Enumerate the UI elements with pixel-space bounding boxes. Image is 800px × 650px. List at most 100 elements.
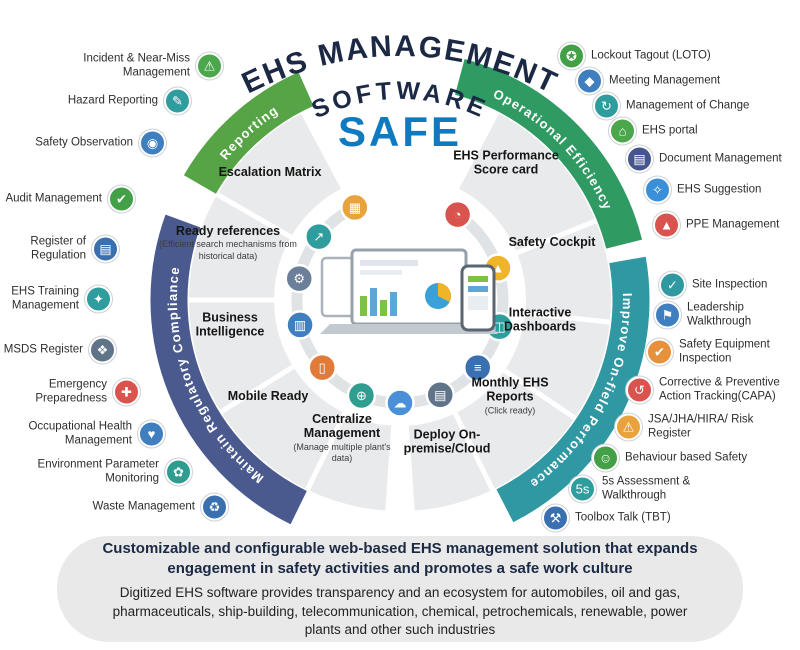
wheel-feature-subtext: (Manage multiple plant's data) [293,441,391,463]
risk-warning-icon: ⚠ [615,413,642,441]
feature-item-management-of-change: ↻ Management of Change [593,92,750,120]
trend-chart-icon-glyph: ↗ [313,229,324,244]
summary-headline: Customizable and configurable web-based … [102,539,698,578]
feature-item-label: Safety Equipment Inspection [679,338,770,364]
gauge-icon [442,199,473,230]
wheel-feature-subtext: (Efficient search mechanisms from histor… [159,239,297,261]
wheel-feature-label: Escalation Matrix [218,164,322,179]
cloud-icon-glyph: ☁ [394,396,407,411]
chemical-icon: ❖ [89,336,116,364]
meeting-people-icon: ◆ [576,67,603,95]
inspection-search-icon: ✓ [659,271,686,299]
feature-item-label: Management of Change [626,99,750,112]
feature-item-label: Register of Regulation [30,235,86,261]
feature-item-meeting-management: ◆ Meeting Management [576,67,721,95]
environment-leaf-icon: ✿ [165,458,192,486]
feature-item-label: EHS Suggestion [677,183,762,196]
documents-icon [425,380,455,410]
feature-item-label: Environment Parameter Monitoring [37,458,159,484]
ppe-helmet-icon: ▲ [653,211,680,239]
wheel-feature-label: Deploy On-premise/Cloud [403,427,491,456]
wheel-feature-ehs-performance-score-card: EHS Performance Score card [443,149,569,178]
category-arc-reporting [183,72,314,195]
toolbox-icon: ⚒ [542,504,569,532]
behaviour-smiley-icon: ☺ [592,444,619,472]
wheel-feature-label: EHS Performance Score card [453,148,559,177]
document-icon: ▤ [626,145,653,173]
idea-bulb-icon: ✧ [644,176,671,204]
feature-item-label: Waste Management [92,500,195,513]
report-list-icon-glyph: ≡ [474,360,482,375]
portal-home-icon: ⌂ [609,117,636,145]
ring-divider [303,408,349,496]
mobile-icon-glyph: ▯ [319,360,326,375]
feature-item-occupational-health-management: Occupational Health Management♥ [10,420,165,448]
feature-item-label: MSDS Register [3,343,83,356]
wheel-feature-safety-cockpit: Safety Cockpit [492,235,612,249]
globe-icon-glyph: ⊕ [356,388,367,403]
bar-chart-icon-glyph: ◫ [493,319,505,334]
gauge-icon-glyph: ◔ [454,207,462,222]
5s-icon: 5s [569,475,596,503]
feature-item-label: Safety Observation [35,136,133,149]
category-arc-improve-on-field-performance [496,256,650,523]
wheel-feature-label: Centralize Management [303,411,381,441]
register-book-icon: ▤ [92,235,119,263]
feature-item-label: Site Inspection [692,278,768,291]
feature-item-incident-near-miss-management: Incident & Near-Miss Management⚠ [60,52,223,80]
audit-check-icon: ✔ [108,185,135,213]
equipment-check-icon: ✔ [646,338,673,366]
feature-item-toolbox-talk-tbt: ⚒Toolbox Talk (TBT) [542,504,671,532]
ring-divider [521,310,616,326]
wheel-feature-mobile-ready: Mobile Ready [213,389,323,403]
feature-item-msds-register: MSDS Register ❖ [3,336,116,364]
feature-item-label: JSA/JHA/HIRA/ Risk Register [648,413,754,439]
globe-icon [346,380,377,411]
feature-item-safety-equipment-inspection: ✔Safety Equipment Inspection [646,338,797,366]
feature-item-label: EHS portal [642,124,698,137]
feature-item-ehs-suggestion: ✧ EHS Suggestion [644,176,762,204]
feature-item-label: Emergency Preparedness [35,378,107,404]
wheel-feature-label: Safety Cockpit [508,234,596,249]
category-arc-operational-efficiency [454,59,643,249]
product-screens-illustration [320,248,498,334]
feature-item-label: Document Management [659,152,782,165]
medical-cross-icon: ✚ [113,378,140,406]
feature-item-environment-parameter-monitoring: Environment Parameter Monitoring✿ [9,458,192,486]
feature-item-label: Meeting Management [609,74,721,87]
health-heart-icon: ♥ [138,420,165,448]
feature-item-label: Corrective & Preventive Action Tracking(… [659,376,780,402]
trend-chart-icon [304,221,334,252]
hazard-report-icon: ✎ [164,87,191,115]
report-list-icon [462,352,493,383]
feature-item-document-management: ▤ Document Management [626,145,782,173]
gears-icon [284,263,315,294]
change-cycle-icon: ↻ [593,92,620,120]
wheel-feature-label: Ready references [175,224,281,239]
feature-item-label: Leadership Walkthrough [687,301,752,327]
feature-item-safety-observation: Safety Observation◉ [35,129,166,157]
feature-item-waste-management: Waste Management♻ [92,493,228,521]
ring-divider [512,216,602,257]
wheel-feature-business-intelligence: Business Intelligence [184,311,276,340]
feature-item-label: EHS Training Management [11,285,79,311]
feature-item-jsa-jha-hira-risk-register: ⚠JSA/JHA/HIRA/ Risk Register [615,413,758,441]
category-arc-maintain-regulatory-compliance [150,214,307,525]
feature-item-ppe-management: ▲PPE Management [653,211,779,239]
feature-item-site-inspection: ✓ Site Inspection [659,271,768,299]
wheel-feature-escalation-matrix: Escalation Matrix [210,165,330,179]
feature-item-label: Audit Management [5,192,102,205]
feature-item-label: Behaviour based Safety [625,451,748,464]
feature-item-label: Occupational Health Management [28,420,132,446]
gears-icon-glyph: ⚙ [293,271,305,286]
wheel-feature-subtext: (Click ready) [484,405,536,416]
wheel-feature-centralize-management: Centralize Management(Manage multiple pl… [286,412,398,464]
ring-divider [451,408,497,496]
wheel-feature-label: Interactive Dashboards [503,305,577,334]
wheel-feature-label: Mobile Ready [227,388,309,403]
feature-item-ehs-portal: ⌂ EHS portal [609,117,698,145]
